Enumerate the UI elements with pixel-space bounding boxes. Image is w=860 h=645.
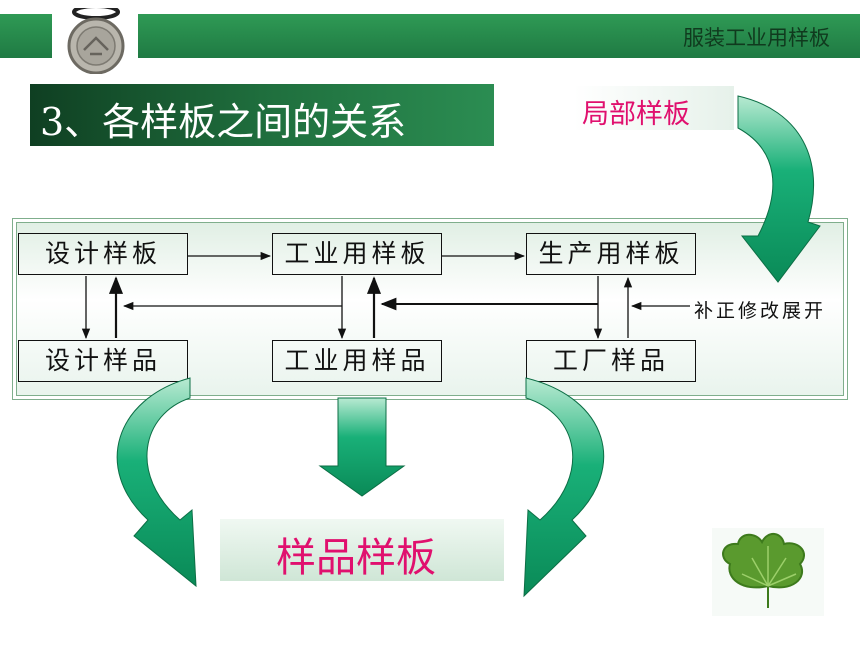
node-design-template: 设计样板 (18, 233, 188, 275)
curved-arrow-design-sample-to-result (116, 377, 197, 588)
leaf-icon (722, 533, 805, 608)
header-bar (0, 14, 860, 58)
down-arrow-industrial-to-result (318, 397, 406, 497)
curved-arrow-factory-sample-to-result (523, 377, 605, 598)
correction-note: 补正修改展开 (694, 300, 827, 322)
header-title: 服装工业用样板 (683, 26, 830, 50)
flow-diagram-panel (12, 218, 848, 400)
result-template-box: 样品样板 (220, 519, 504, 581)
section-title-text: 3、各样板之间的关系 (40, 100, 407, 144)
zodiac-coin-icon (67, 8, 125, 74)
local-template-text: 局部样板 (582, 99, 690, 130)
result-template-text: 样品样板 (276, 535, 436, 581)
node-industrial-template: 工业用样板 (272, 233, 442, 275)
node-production-template: 生产用样板 (526, 233, 696, 275)
node-industrial-sample: 工业用样品 (272, 340, 442, 382)
curved-arrow-local-to-production (737, 95, 821, 283)
local-template-label: 局部样板 (574, 86, 734, 130)
node-design-sample: 设计样品 (18, 340, 188, 382)
section-title: 3、各样板之间的关系 (30, 84, 494, 146)
leaf-image (712, 528, 824, 616)
node-factory-sample: 工厂样品 (526, 340, 696, 382)
